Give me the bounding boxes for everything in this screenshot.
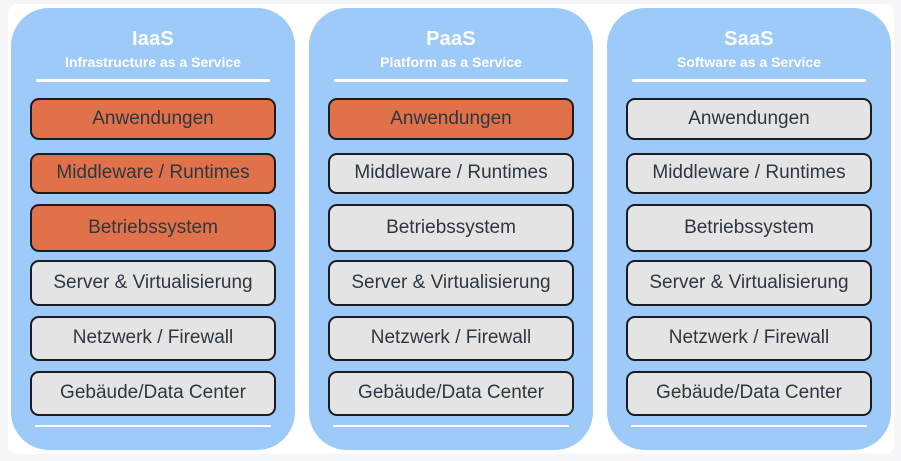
- column-saas: SaaS Software as a Service Anwendungen M…: [607, 8, 891, 450]
- diagram-card: IaaS Infrastructure as a Service Anwendu…: [8, 4, 894, 454]
- layer-netzwerk-firewall: Netzwerk / Firewall: [328, 315, 574, 361]
- layer-gebaeude-data-center: Gebäude/Data Center: [328, 370, 574, 416]
- layer-netzwerk-firewall: Netzwerk / Firewall: [626, 315, 872, 361]
- layer-anwendungen: Anwendungen: [328, 97, 574, 140]
- column-title: PaaS: [426, 28, 476, 50]
- column-title: SaaS: [724, 28, 774, 50]
- layer-middleware-runtimes: Middleware / Runtimes: [626, 152, 872, 194]
- column-subtitle: Software as a Service: [677, 54, 821, 70]
- layer-netzwerk-firewall: Netzwerk / Firewall: [30, 315, 276, 361]
- layer-gebaeude-data-center: Gebäude/Data Center: [30, 370, 276, 416]
- footer-divider: [333, 424, 569, 427]
- layer-anwendungen: Anwendungen: [30, 97, 276, 140]
- layer-server-virtualisierung: Server & Virtualisierung: [626, 259, 872, 306]
- column-header: PaaS Platform as a Service: [309, 28, 593, 82]
- layer-anwendungen: Anwendungen: [626, 97, 872, 140]
- layer-middleware-runtimes: Middleware / Runtimes: [30, 152, 276, 194]
- layer-betriebssystem: Betriebssystem: [626, 203, 872, 252]
- layer-stack: Anwendungen Middleware / Runtimes Betrie…: [607, 97, 891, 416]
- layer-server-virtualisierung: Server & Virtualisierung: [328, 259, 574, 306]
- column-title: IaaS: [132, 28, 174, 50]
- layer-middleware-runtimes: Middleware / Runtimes: [328, 152, 574, 194]
- column-iaas: IaaS Infrastructure as a Service Anwendu…: [11, 8, 295, 450]
- column-header: IaaS Infrastructure as a Service: [11, 28, 295, 82]
- column-subtitle: Infrastructure as a Service: [65, 54, 241, 70]
- footer-divider: [35, 424, 271, 427]
- column-paas: PaaS Platform as a Service Anwendungen M…: [309, 8, 593, 450]
- header-divider: [334, 79, 568, 82]
- layer-stack: Anwendungen Middleware / Runtimes Betrie…: [11, 97, 295, 416]
- layer-gebaeude-data-center: Gebäude/Data Center: [626, 370, 872, 416]
- layer-betriebssystem: Betriebssystem: [328, 203, 574, 252]
- layer-stack: Anwendungen Middleware / Runtimes Betrie…: [309, 97, 593, 416]
- header-divider: [36, 79, 270, 82]
- column-subtitle: Platform as a Service: [380, 54, 522, 70]
- footer-divider: [631, 424, 867, 427]
- layer-server-virtualisierung: Server & Virtualisierung: [30, 259, 276, 306]
- layer-betriebssystem: Betriebssystem: [30, 203, 276, 252]
- column-header: SaaS Software as a Service: [607, 28, 891, 82]
- header-divider: [632, 79, 866, 82]
